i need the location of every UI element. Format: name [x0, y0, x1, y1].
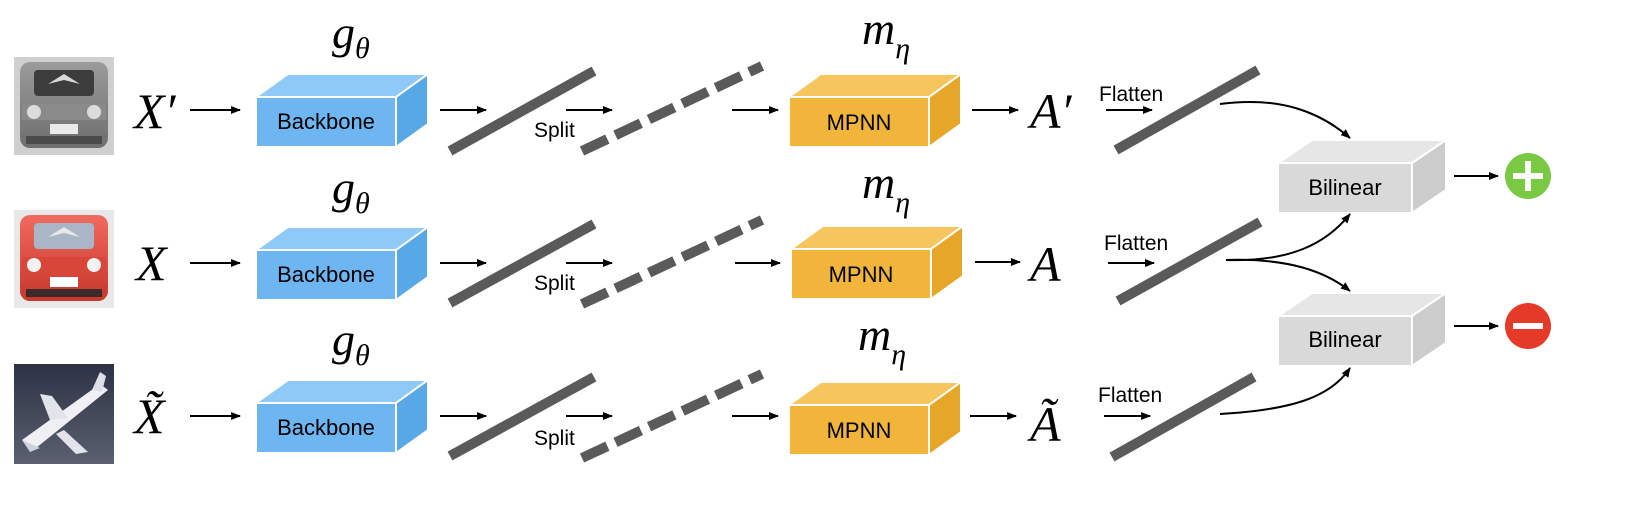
- arrow-row2-to-bilinear-positive: [1225, 213, 1351, 262]
- feature-vector-bar: [447, 66, 597, 156]
- split-label: Split: [534, 272, 575, 295]
- bilinear-connectors: [1219, 100, 1351, 415]
- flattened-vector-bar: [1109, 372, 1257, 462]
- encoder-symbol: gθ: [332, 7, 370, 65]
- input-symbol: X̃: [132, 388, 167, 444]
- output-symbol: Ã: [1027, 396, 1061, 452]
- flatten-label: Flatten: [1099, 83, 1163, 106]
- backbone-block: Backbone: [252, 225, 432, 302]
- split-label: Split: [534, 427, 575, 450]
- backbone-label: Backbone: [277, 262, 375, 287]
- mpnn-block: MPNN: [787, 224, 967, 301]
- bilinear-block-positive: Bilinear: [1274, 138, 1450, 215]
- bilinear-label: Bilinear: [1308, 175, 1381, 200]
- split-feature-bar: [579, 61, 765, 156]
- mpnn-symbol: mη: [858, 309, 906, 371]
- feature-vector-bar: [447, 219, 597, 308]
- flatten-label: Flatten: [1098, 384, 1162, 407]
- mpnn-block: MPNN: [785, 72, 965, 149]
- split-feature-bar: [579, 215, 765, 309]
- output-symbol: A′: [1027, 83, 1073, 139]
- backbone-block: Backbone: [252, 72, 432, 149]
- flattened-vector-bar: [1115, 217, 1263, 306]
- mpnn-label: MPNN: [827, 418, 892, 443]
- split-feature-bar: [579, 369, 765, 463]
- output-symbol: A: [1027, 236, 1061, 292]
- input-image-grey-car: [14, 57, 114, 155]
- encoder-symbol: gθ: [332, 314, 370, 372]
- split-label: Split: [534, 119, 575, 142]
- encoder-symbol: gθ: [332, 162, 370, 220]
- feature-vector-bar: [447, 372, 597, 461]
- backbone-block: Backbone: [252, 378, 432, 455]
- arrow-row3-to-bilinear-negative: [1219, 367, 1351, 415]
- mpnn-label: MPNN: [829, 262, 894, 287]
- pipeline-row-1: X′ gθ Backbone Split mη MPNN A′ Flatten: [14, 3, 1261, 156]
- input-image-airplane: [14, 364, 114, 464]
- negative-result-icon: [1505, 303, 1551, 349]
- mpnn-label: MPNN: [827, 110, 892, 135]
- bilinear-label: Bilinear: [1308, 327, 1381, 352]
- input-symbol: X: [134, 235, 169, 291]
- mpnn-block: MPNN: [785, 380, 965, 457]
- pipeline-row-2: X gθ Backbone Split mη MPNN A Flatten: [14, 157, 1263, 309]
- backbone-label: Backbone: [277, 109, 375, 134]
- flattened-vector-bar: [1113, 65, 1261, 155]
- arrow-row1-to-bilinear-positive: [1219, 100, 1351, 139]
- input-image-red-car: [14, 210, 114, 308]
- bilinear-block-negative: Bilinear: [1274, 291, 1450, 368]
- arrow-row2-to-bilinear-negative: [1225, 258, 1351, 292]
- backbone-label: Backbone: [277, 415, 375, 440]
- positive-result-icon: [1505, 153, 1551, 199]
- mpnn-symbol: mη: [862, 3, 910, 65]
- pipeline-row-3: X̃ gθ Backbone Split mη MPNN Ã Flatten: [14, 309, 1257, 464]
- flatten-label: Flatten: [1104, 232, 1168, 255]
- input-symbol: X′: [132, 83, 177, 139]
- mpnn-symbol: mη: [862, 157, 910, 219]
